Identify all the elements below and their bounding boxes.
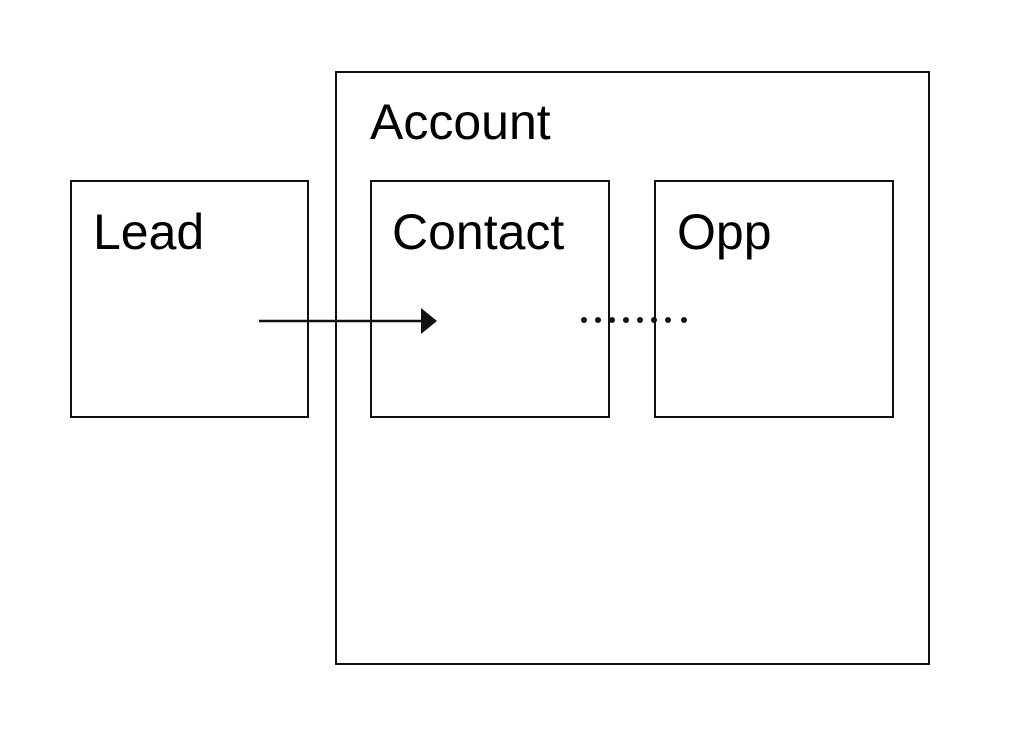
account-label: Account	[370, 94, 551, 150]
contact-label: Contact	[392, 204, 565, 260]
contact-box	[370, 180, 610, 418]
opp-label: Opp	[677, 204, 772, 260]
lead-label: Lead	[93, 204, 205, 260]
account-box	[335, 71, 930, 665]
opp-box	[654, 180, 894, 418]
lead-box	[70, 180, 309, 418]
